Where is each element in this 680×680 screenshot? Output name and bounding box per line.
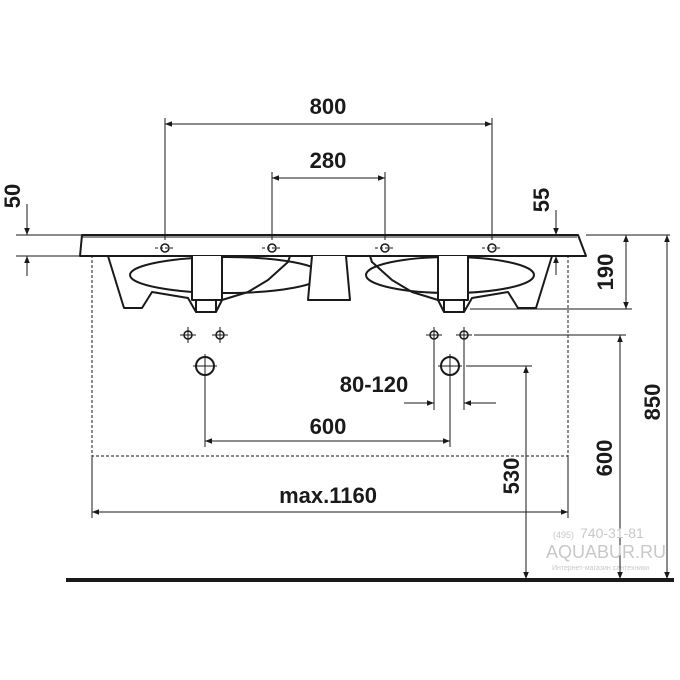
watermark-phone-prefix: (495) <box>553 530 574 540</box>
dimension-190-label: 190 <box>593 254 618 291</box>
dimension-50-label: 50 <box>0 184 25 208</box>
right-bowl <box>365 255 553 313</box>
dimension-850-label: 850 <box>640 384 665 421</box>
watermark-phone-number: 740-31-81 <box>580 525 644 541</box>
left-bowl <box>107 255 323 313</box>
dimension-80-120 <box>404 342 496 410</box>
tap-holes <box>155 243 502 253</box>
dimension-190 <box>470 234 670 310</box>
dimension-280 <box>271 172 386 240</box>
dimension-600-vertical <box>474 334 626 579</box>
watermark: (495) 740-31-81 AQUABUR.RU Интернет-мага… <box>546 525 666 572</box>
dimension-530-label: 530 <box>499 458 524 495</box>
dimension-600-horizontal <box>204 375 451 447</box>
dimension-max-1160-label: max.1160 <box>279 483 377 508</box>
basin-countertop <box>79 234 587 257</box>
watermark-tagline: Интернет-магазин сантехники <box>552 565 649 572</box>
dimension-800 <box>164 118 493 240</box>
center-post <box>307 255 351 301</box>
dimension-80-120-label: 80-120 <box>340 372 409 397</box>
dimension-55-label: 55 <box>529 188 554 212</box>
watermark-site: AQUABUR.RU <box>546 542 666 562</box>
dimension-55 <box>540 210 575 275</box>
dimension-530 <box>466 365 532 579</box>
water-connections <box>180 327 472 343</box>
dimension-600-horizontal-label: 600 <box>310 414 347 439</box>
dimension-max-1160 <box>91 456 569 518</box>
dimension-600-vertical-label: 600 <box>592 440 617 477</box>
dimension-50 <box>16 204 90 276</box>
drain-connections <box>193 354 462 378</box>
dimension-280-label: 280 <box>310 148 347 173</box>
dimension-800-label: 800 <box>310 94 347 119</box>
